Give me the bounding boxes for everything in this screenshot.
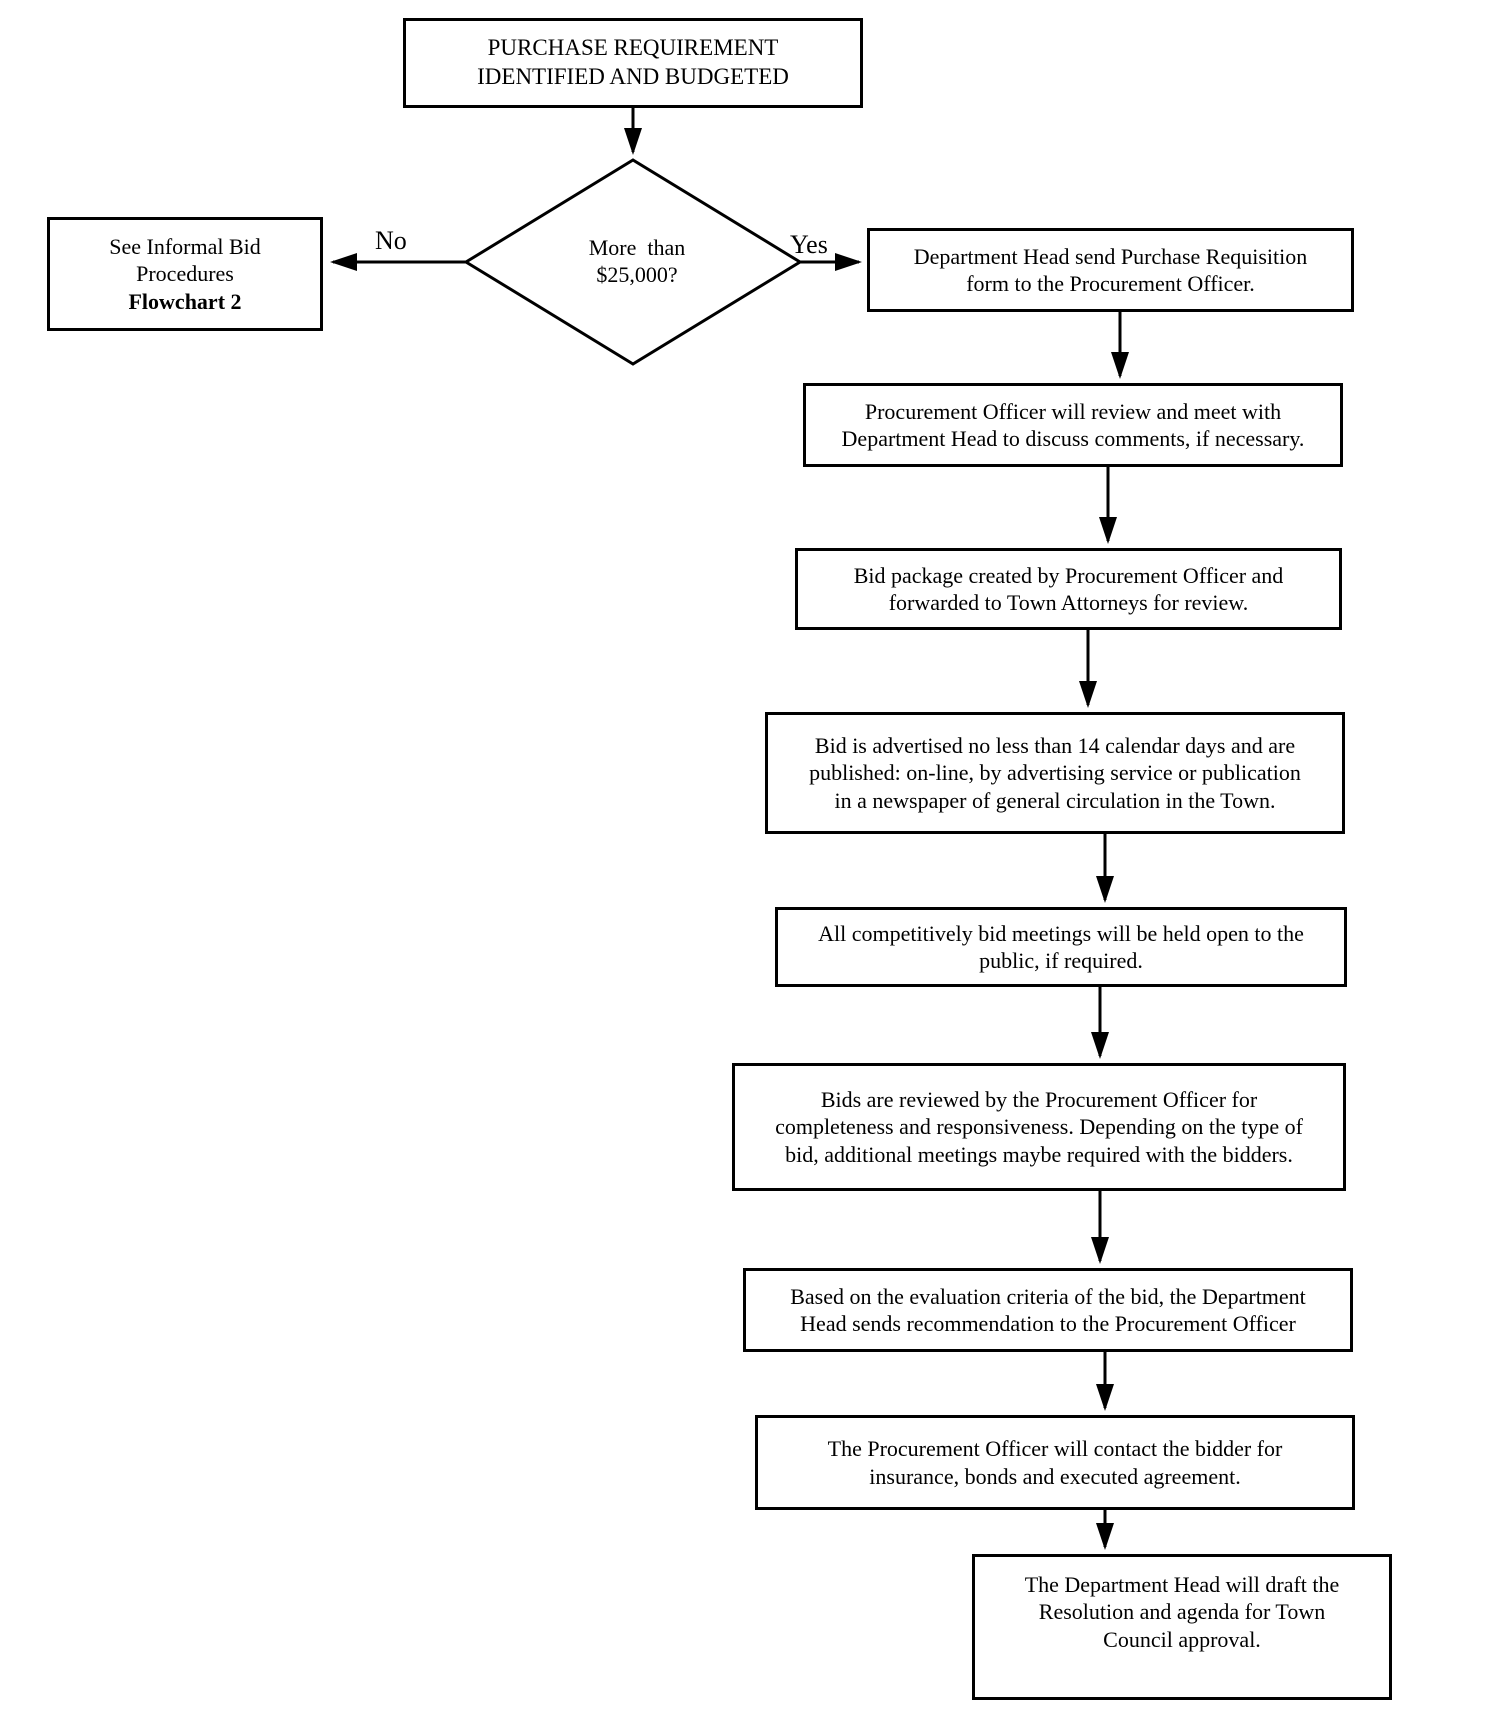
node-text-line: Procurement Officer will review and meet… bbox=[864, 398, 1282, 424]
node-text-line: More than bbox=[588, 234, 686, 260]
node-text-line: Procedures bbox=[136, 261, 234, 287]
node-text-line: $25,000? bbox=[596, 262, 678, 287]
node-text-line: Department Head send Purchase Requisitio… bbox=[913, 243, 1308, 269]
no-edge-label: No bbox=[375, 226, 407, 255]
node-text-line: The Procurement Officer will contact the… bbox=[827, 1436, 1283, 1462]
step-open-meetings-node: All competitively bid meetings will be h… bbox=[775, 907, 1347, 987]
node-text-line: insurance, bonds and executed agreement. bbox=[869, 1463, 1241, 1489]
node-text-line: public, if required. bbox=[979, 948, 1143, 973]
informal-bid-node: See Informal Bid Procedures Flowchart 2 bbox=[47, 217, 323, 331]
step-advertise-node: Bid is advertised no less than 14 calend… bbox=[765, 712, 1345, 834]
node-text-line: Bid package created by Procurement Offic… bbox=[853, 562, 1284, 588]
node-text-line: Head sends recommendation to the Procure… bbox=[800, 1311, 1296, 1336]
node-text-line: Based on the evaluation criteria of the … bbox=[790, 1283, 1306, 1309]
node-text-line: in a newspaper of general circulation in… bbox=[834, 787, 1276, 813]
step-requisition-node: Department Head send Purchase Requisitio… bbox=[867, 228, 1354, 312]
node-text-line: bid, additional meetings maybe required … bbox=[785, 1141, 1293, 1167]
step-review-node: Procurement Officer will review and meet… bbox=[803, 383, 1343, 467]
node-text-line: PURCHASE REQUIREMENT bbox=[487, 35, 779, 61]
node-text-line-bold: Flowchart 2 bbox=[128, 288, 242, 314]
node-text-line: completeness and responsiveness. Dependi… bbox=[775, 1114, 1303, 1140]
step-resolution-node: The Department Head will draft the Resol… bbox=[972, 1554, 1392, 1700]
node-text-line: Bids are reviewed by the Procurement Off… bbox=[820, 1087, 1258, 1113]
start-node: PURCHASE REQUIREMENT IDENTIFIED AND BUDG… bbox=[403, 18, 863, 108]
step-recommendation-node: Based on the evaluation criteria of the … bbox=[743, 1268, 1353, 1352]
node-text-line: forwarded to Town Attorneys for review. bbox=[888, 590, 1249, 615]
node-text-line: Bid is advertised no less than 14 calend… bbox=[814, 733, 1296, 759]
node-text-line: form to the Procurement Officer. bbox=[966, 271, 1255, 296]
node-text-line: IDENTIFIED AND BUDGETED bbox=[477, 64, 789, 89]
node-text-line: Department Head to discuss comments, if … bbox=[841, 426, 1305, 451]
node-text-line: All competitively bid meetings will be h… bbox=[818, 920, 1304, 946]
decision-diamond-shape bbox=[463, 158, 803, 366]
step-contact-bidder-node: The Procurement Officer will contact the… bbox=[755, 1415, 1355, 1510]
node-text-line: The Department Head will draft the bbox=[1024, 1572, 1340, 1598]
decision-node: More than $25,000? bbox=[517, 230, 757, 292]
node-text-line: Resolution and agenda for Town bbox=[1038, 1599, 1326, 1625]
node-text-line: published: on-line, by advertising servi… bbox=[809, 760, 1301, 786]
yes-edge-label: Yes bbox=[790, 230, 828, 259]
node-text-line: Council approval. bbox=[1103, 1626, 1261, 1652]
step-bids-reviewed-node: Bids are reviewed by the Procurement Off… bbox=[732, 1063, 1346, 1191]
node-text-line: See Informal Bid bbox=[109, 234, 261, 260]
step-bid-package-node: Bid package created by Procurement Offic… bbox=[795, 548, 1342, 630]
